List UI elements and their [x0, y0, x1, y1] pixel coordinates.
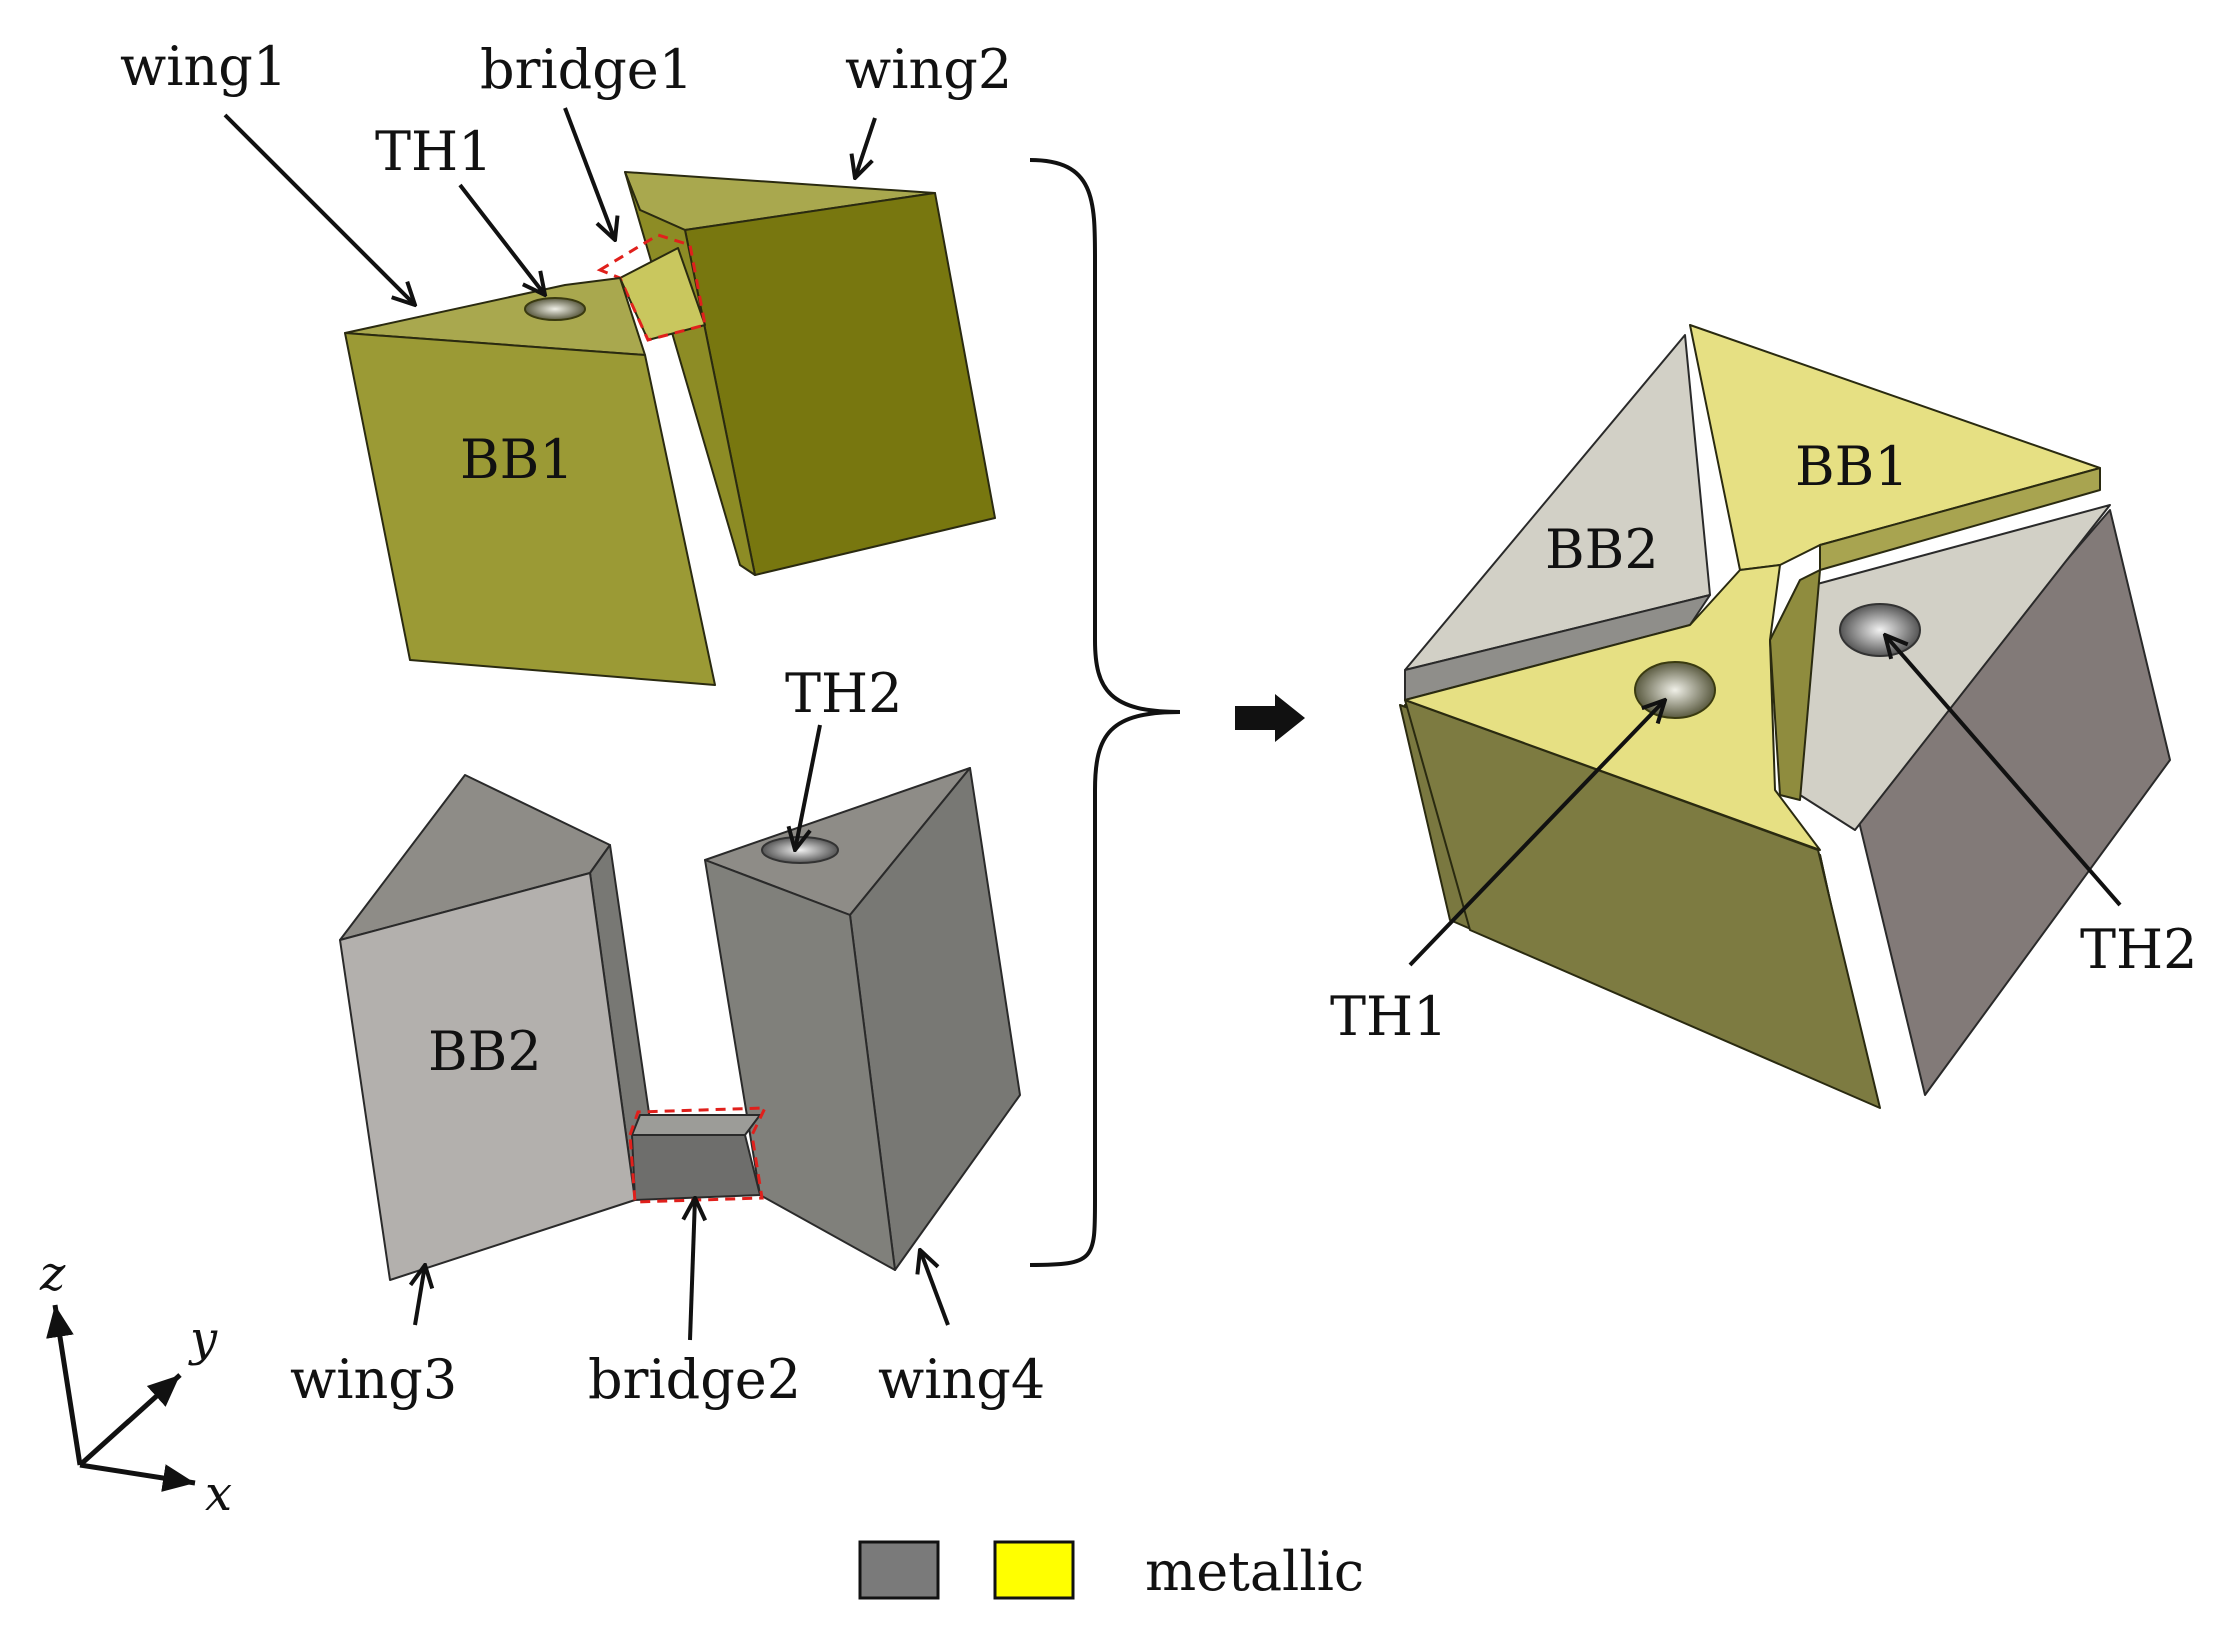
- th1-top-leader: [458, 183, 545, 295]
- wing4-label: wing4: [878, 1348, 1045, 1411]
- bb1-exploded-piece: [344, 171, 996, 686]
- th1-right-label: TH1: [1330, 985, 1447, 1048]
- wing1-leader: [223, 113, 415, 305]
- assembled-th2-hole: [1839, 603, 1921, 657]
- bridge1-leader: [563, 107, 615, 240]
- bb1-left-label: BB1: [460, 428, 574, 491]
- assembled-yellow-strip: [1819, 467, 2101, 571]
- combine-arrow: [1235, 694, 1305, 742]
- bridge2-front-face: [631, 1134, 761, 1201]
- bridge2-label: bridge2: [588, 1348, 801, 1411]
- bridge1-label: bridge1: [480, 38, 693, 101]
- bridge2-top-face: [631, 1114, 761, 1136]
- th1-right-leader: [1408, 700, 1665, 967]
- wing2-leader: [855, 117, 877, 178]
- assembled-structure: [1399, 324, 2171, 1109]
- wing2-label: wing2: [845, 38, 1012, 101]
- y-axis-label: y: [188, 1311, 218, 1367]
- th2-hole: [761, 836, 839, 864]
- assembled-th1-hole: [1634, 661, 1716, 719]
- x-axis-arrow: [79, 1462, 196, 1492]
- wing1-label: wing1: [120, 35, 287, 98]
- z-axis-arrow: [46, 1304, 83, 1466]
- bridge2-leader: [690, 1198, 695, 1341]
- legend-swatch-yellow: [993, 1540, 1075, 1600]
- legend-label: metallic: [1145, 1540, 1364, 1603]
- assembled-yellow-top-upper: [1689, 324, 2101, 571]
- bb2-right-label: BB2: [1545, 518, 1659, 581]
- wing4-front-face: [704, 859, 896, 1271]
- wing4-leader: [920, 1250, 950, 1326]
- grouping-brace: [1029, 158, 1181, 1267]
- th2-bottom-label: TH2: [785, 662, 902, 725]
- th2-bottom-leader: [795, 724, 822, 850]
- bb2-left-label: BB2: [428, 1020, 542, 1083]
- assembled-yellow-inner-side: [1769, 569, 1821, 801]
- x-axis-label: x: [205, 1466, 232, 1522]
- wing3-leader: [415, 1265, 425, 1326]
- bb1-right-label: BB1: [1795, 435, 1909, 498]
- th1-hole: [524, 297, 586, 321]
- wing3-label: wing3: [290, 1348, 457, 1411]
- bridge2-dashed-outline: [628, 1106, 768, 1204]
- assembled-yellow-bridge-and-lower: [1404, 564, 1821, 851]
- th2-right-label: TH2: [2080, 918, 2197, 981]
- th1-top-label: TH1: [375, 120, 492, 183]
- bb2-exploded-piece: [339, 767, 1021, 1281]
- z-axis-label: z: [39, 1246, 66, 1302]
- th2-right-leader: [1885, 635, 2122, 907]
- y-axis-arrow: [78, 1373, 182, 1467]
- wing1-front-face: [344, 332, 716, 686]
- legend-swatch-gray: [858, 1540, 940, 1600]
